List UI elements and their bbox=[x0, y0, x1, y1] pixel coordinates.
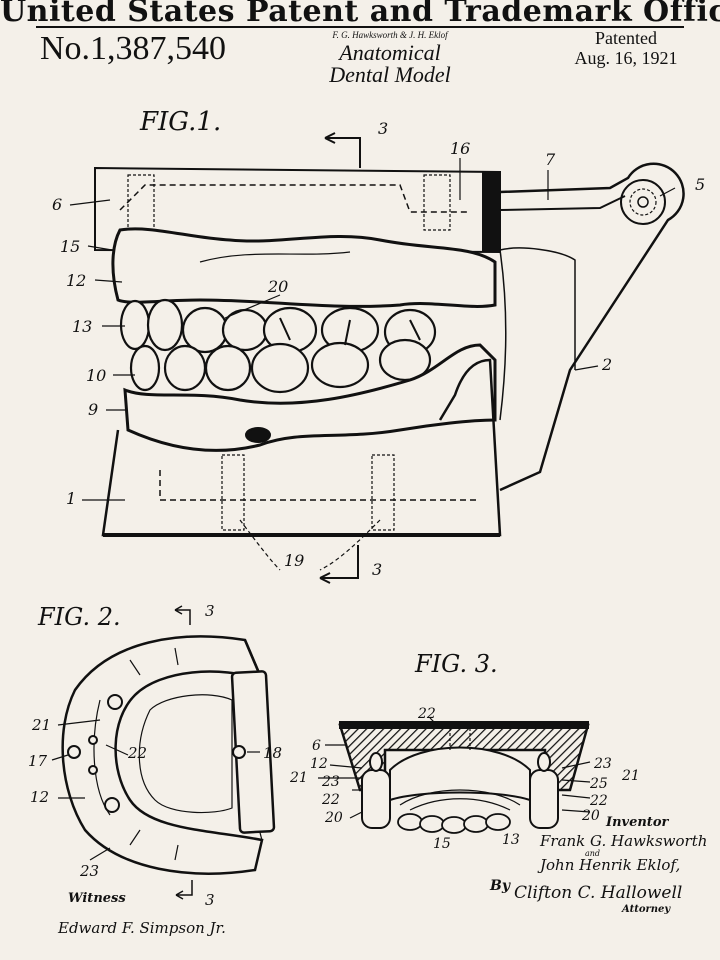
ref-20: 20 bbox=[267, 277, 288, 296]
ref-7: 7 bbox=[545, 150, 556, 169]
witness-name: Edward F. Simpson Jr. bbox=[57, 919, 226, 937]
fig2-ref-22: 22 bbox=[127, 744, 147, 762]
ref-9: 9 bbox=[88, 400, 98, 419]
fig2-ref-17: 17 bbox=[28, 752, 48, 770]
fig2-ref-18: 18 bbox=[263, 744, 282, 762]
fig2-drawing bbox=[51, 605, 276, 900]
fig2-mark-bottom: 3 bbox=[205, 891, 215, 909]
fig3-ref-20-right: 20 bbox=[581, 808, 600, 824]
fig2-callouts: 3 3 21 17 22 18 12 23 bbox=[28, 602, 282, 909]
ref-12: 12 bbox=[66, 271, 86, 290]
fig2-mark-top: 3 bbox=[205, 602, 215, 620]
fig3-ref-21-right: 21 bbox=[621, 768, 640, 784]
ref-16: 16 bbox=[450, 139, 470, 158]
fig3-ref-22-right: 22 bbox=[589, 793, 608, 809]
ref-15: 15 bbox=[60, 237, 80, 256]
fig1-mark-bottom: 3 bbox=[372, 560, 382, 579]
attorney-name: Clifton C. Hallowell bbox=[514, 883, 682, 903]
ref-6: 6 bbox=[52, 195, 62, 214]
inventors-short: F. G. Hawksworth & J. H. Eklof bbox=[332, 30, 448, 40]
fig3-ref-25: 25 bbox=[589, 776, 608, 792]
attorney-label: Attorney bbox=[621, 904, 671, 915]
fig1-mark-top: 3 bbox=[378, 119, 388, 138]
fig3-ref-13: 13 bbox=[502, 832, 520, 848]
witness-label: Witness bbox=[68, 891, 126, 906]
title-line-2: Dental Model bbox=[329, 62, 451, 87]
patented-label: Patented bbox=[595, 28, 657, 48]
fig3-label: FIG. 3. bbox=[414, 650, 498, 678]
inventor-1: Frank G. Hawksworth bbox=[539, 832, 707, 850]
inventor-label: Inventor bbox=[605, 815, 669, 830]
ref-10: 10 bbox=[86, 366, 106, 385]
ref-19: 19 bbox=[284, 551, 304, 570]
ref-13: 13 bbox=[72, 317, 92, 336]
fig3-ref-23-left: 23 bbox=[321, 774, 340, 790]
fig2-ref-23: 23 bbox=[79, 862, 99, 880]
fig3-ref-23-right: 23 bbox=[593, 756, 612, 772]
fig3-ref-22-left: 22 bbox=[321, 792, 340, 808]
fig3-ref-12: 12 bbox=[310, 756, 328, 772]
patent-date: Aug. 16, 1921 bbox=[574, 48, 678, 68]
fig2-label: FIG. 2. bbox=[37, 603, 121, 631]
inventor-2: John Henrik Eklof, bbox=[537, 856, 680, 874]
fig3-ref-20-left: 20 bbox=[324, 810, 343, 826]
and-word: and bbox=[585, 849, 600, 858]
ref-2: 2 bbox=[601, 355, 612, 374]
banner-rule bbox=[36, 26, 684, 28]
signature-block: Inventor Frank G. Hawksworth and John He… bbox=[57, 815, 707, 937]
fig3-ref-6: 6 bbox=[312, 738, 321, 754]
title-line-1: Anatomical bbox=[339, 40, 441, 65]
fig3-ref-15: 15 bbox=[433, 836, 451, 852]
fig2-ref-12: 12 bbox=[30, 788, 49, 806]
ref-5: 5 bbox=[695, 175, 705, 194]
fig2-ref-21: 21 bbox=[31, 716, 51, 734]
by-word: By bbox=[489, 878, 511, 894]
office-banner: United States Patent and Trademark Offic… bbox=[0, 0, 720, 29]
fig3-ref-21-left: 21 bbox=[289, 770, 308, 786]
ref-1: 1 bbox=[66, 489, 76, 508]
fig1-drawing bbox=[69, 132, 685, 584]
fig1-callouts: 3 3 16 7 5 6 15 12 20 13 10 9 2 1 19 bbox=[52, 119, 705, 579]
fig3-drawing bbox=[318, 717, 591, 834]
fig1-label: FIG.1. bbox=[139, 107, 221, 137]
fig3-ref-22-top: 22 bbox=[417, 706, 436, 722]
fig3-callouts: 22 6 12 21 23 22 20 15 13 23 25 21 22 20 bbox=[289, 706, 640, 852]
patent-number: No.1,387,540 bbox=[40, 30, 227, 67]
